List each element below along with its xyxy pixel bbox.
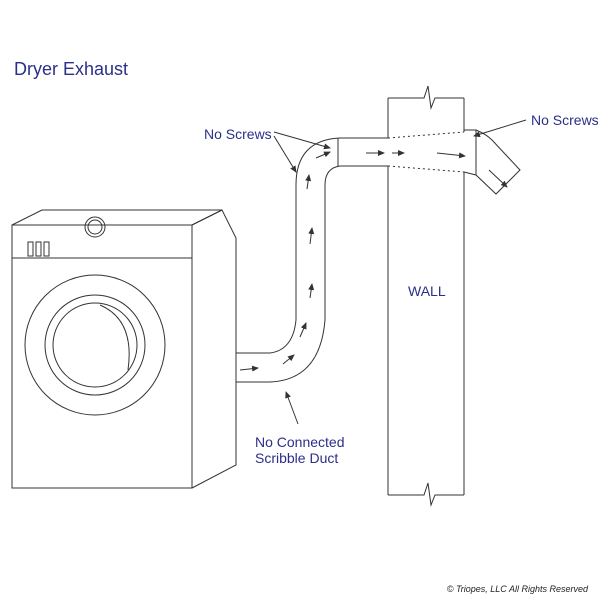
dryer-top	[11, 209, 223, 226]
label-duct-line2: Scribble Duct	[255, 450, 339, 466]
dryer-panel-slot	[43, 241, 50, 257]
duct	[236, 129, 521, 383]
label-no-screws-left: No Screws	[204, 126, 272, 142]
duct-inwall-bottom	[387, 165, 465, 173]
callout-arrows	[273, 119, 527, 425]
label-no-screws-right: No Screws	[531, 112, 599, 128]
flow-arrow	[315, 151, 331, 159]
label-wall: WALL	[408, 283, 446, 299]
vent-hood	[463, 129, 521, 195]
dryer-door-reflection	[99, 304, 130, 371]
diagram-title: Dryer Exhaust	[14, 59, 129, 79]
callout-arrow-screws-left-2	[273, 135, 297, 173]
duct-lower-elbow-inner	[269, 319, 297, 354]
dryer-door-glass	[52, 302, 138, 388]
duct-upper-elbow-inner	[324, 165, 341, 186]
duct-upper-elbow-outer	[295, 137, 341, 186]
wall-top-break	[388, 85, 464, 110]
flow-arrow	[305, 174, 312, 190]
flow-arrow	[436, 152, 466, 159]
dryer-knob-inner	[87, 219, 103, 235]
callout-arrow-screws-right	[473, 119, 527, 138]
flow-arrow	[488, 169, 508, 188]
label-duct-line1: No Connected	[255, 434, 345, 450]
dryer-front	[11, 224, 193, 489]
dryer-door-ring	[44, 294, 146, 396]
flow-arrow	[308, 283, 315, 299]
wall-bottom-break	[388, 482, 464, 507]
label-duct: No Connected Scribble Duct	[255, 434, 345, 466]
callout-arrow-screws-left-1	[273, 131, 331, 150]
flow-arrow	[308, 227, 315, 245]
flow-arrow	[282, 354, 295, 365]
dryer	[11, 209, 237, 489]
flow-arrows	[239, 150, 508, 372]
dryer-panel-slot	[35, 241, 42, 257]
callout-arrow-duct	[285, 391, 299, 425]
duct-lower-elbow-outer	[269, 319, 326, 383]
dryer-knob	[84, 216, 106, 238]
duct-inwall-top	[387, 131, 465, 139]
flow-arrow	[299, 322, 307, 338]
dryer-side	[191, 209, 237, 489]
copyright-notice: © Triopes, LLC All Rights Reserved	[446, 584, 588, 594]
flow-arrow	[239, 365, 259, 372]
dryer-panel-slot	[27, 241, 34, 257]
dryer-door-outer	[24, 274, 166, 416]
wall	[387, 85, 465, 507]
